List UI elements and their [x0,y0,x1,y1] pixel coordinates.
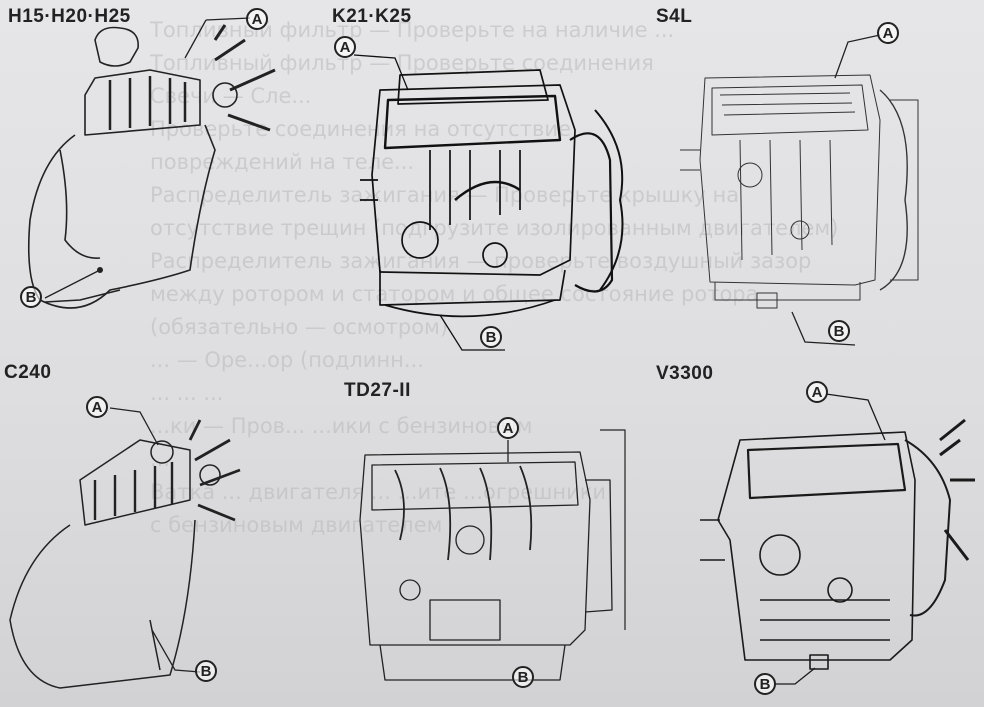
bleed-line: Топливный фильтр — Проверьте на наличие … [150,18,675,42]
bleed-line: Свечи — Сле... [150,84,312,108]
engine-title-td27: TD27-II [344,380,411,401]
bleed-line: Топливный фильтр — Проверьте соединения [150,51,654,75]
engine-title-k21: K21·K25 [332,6,412,27]
leader-line-a-h15 [184,17,251,59]
marker-a-v3300: A [806,381,828,403]
bleed-line: Распределитель зажигания — проверьте воз… [150,249,812,273]
engine-title-c240: C240 [4,362,52,383]
bleed-through-text: Топливный фильтр — Проверьте на наличие … [150,14,980,542]
engine-title-s4l: S4L [656,6,693,27]
marker-b-c240: B [195,660,217,682]
bleed-line: Проверьте соединения на отсутствие [150,117,571,141]
bleed-line: с бензиновым двигателем [150,513,443,537]
engine-title-v3300: V3300 [656,363,714,384]
marker-a-c240: A [86,396,108,418]
marker-b-h15: B [20,286,42,308]
bleed-line: ... — Оре...ор (подлинн... [150,348,424,372]
marker-a-k21: A [334,36,356,58]
bleed-line: отсутствие трещин (подгрузите изолирован… [150,216,839,240]
bleed-line: Распределитель зажигания — Проверьте кры… [150,183,740,207]
marker-b-k21: B [480,326,502,348]
marker-a-td27: A [497,417,519,439]
engine-drawing-h15 [27,24,276,309]
bleed-line: ... ... ... [150,381,224,405]
engine-title-h15: H15·H20·H25 [8,6,131,27]
bleed-line: (обязательно — осмотром) [150,315,449,339]
marker-b-td27: B [512,666,534,688]
bleed-line: повреждений на теле... [150,150,415,174]
marker-b-v3300: B [754,673,776,695]
bleed-line: ... [150,447,171,471]
leader-line-b-h15 [44,267,103,299]
bleed-line: ...ки — Пров... ...ики с бензиновым [150,414,533,438]
marker-a-h15: A [246,8,268,30]
bleed-line: между ротором и статором и общее состоян… [150,282,759,306]
marker-a-s4l: A [877,22,899,44]
marker-b-s4l: B [828,320,850,342]
